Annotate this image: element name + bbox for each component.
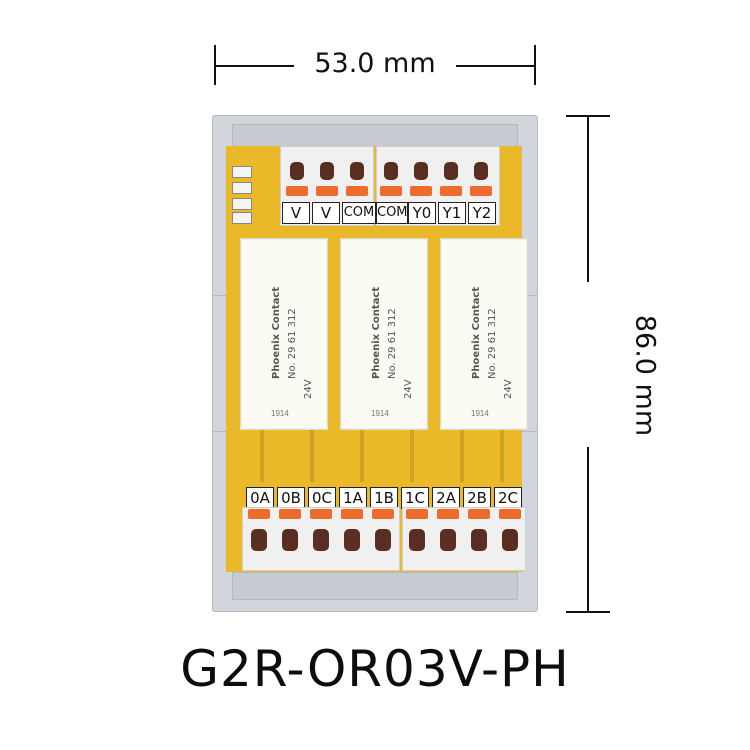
bottom-terminal-label-1: 0B (277, 487, 305, 509)
top-terminal-label-3: COM (376, 202, 408, 224)
relay-0-date: 1914 (271, 409, 289, 418)
rail-top-edge (232, 124, 518, 148)
top-levers (282, 146, 496, 198)
relay-2-date: 1914 (471, 409, 489, 418)
bottom-terminal-label-6: 2A (432, 487, 460, 509)
top-terminal-label-0: V (282, 202, 310, 224)
relay-0-coil: 24V (303, 379, 314, 399)
bottom-terminal-label-4: 1B (370, 487, 398, 509)
relay-2-brand: Phoenix Contact (471, 286, 482, 379)
rail-bottom-edge (232, 572, 518, 600)
relay-0-part: No. 29 61 312 (287, 308, 298, 379)
top-terminal-label-4: Y0 (408, 202, 436, 224)
bottom-terminal-label-7: 2B (463, 487, 491, 509)
led-indicators (232, 166, 272, 224)
relay-1-brand: Phoenix Contact (371, 286, 382, 379)
relay-2-coil: 24V (503, 379, 514, 399)
top-terminal-label-1: V (312, 202, 340, 224)
relay-1-date: 1914 (371, 409, 389, 418)
bottom-terminal-label-3: 1A (339, 487, 367, 509)
model-name: G2R-OR03V-PH (180, 640, 570, 698)
width-label: 53.0 mm (314, 48, 436, 79)
relay-1: Phoenix Contact No. 29 61 312 24V 1914 (340, 238, 428, 430)
height-label: 86.0 mm (629, 314, 661, 437)
relay-1-coil: 24V (403, 379, 414, 399)
bottom-terminal-block (242, 507, 526, 571)
relay-0-brand: Phoenix Contact (271, 286, 282, 379)
relay-2-part: No. 29 61 312 (487, 308, 498, 379)
top-terminal-label-5: Y1 (438, 202, 466, 224)
relay-0: Phoenix Contact No. 29 61 312 24V 1914 (240, 238, 328, 430)
height-dimension (566, 115, 610, 613)
bottom-terminal-label-0: 0A (246, 487, 274, 509)
pcb-traces (240, 430, 522, 485)
bottom-terminal-label-2: 0C (308, 487, 336, 509)
bottom-terminal-label-5: 1C (401, 487, 429, 509)
width-dimension (214, 45, 536, 85)
top-terminal-label-2: COM (342, 202, 376, 224)
top-terminal-label-6: Y2 (468, 202, 496, 224)
relay-2: Phoenix Contact No. 29 61 312 24V 1914 (440, 238, 528, 430)
relay-1-part: No. 29 61 312 (387, 308, 398, 379)
bottom-terminal-label-8: 2C (494, 487, 522, 509)
